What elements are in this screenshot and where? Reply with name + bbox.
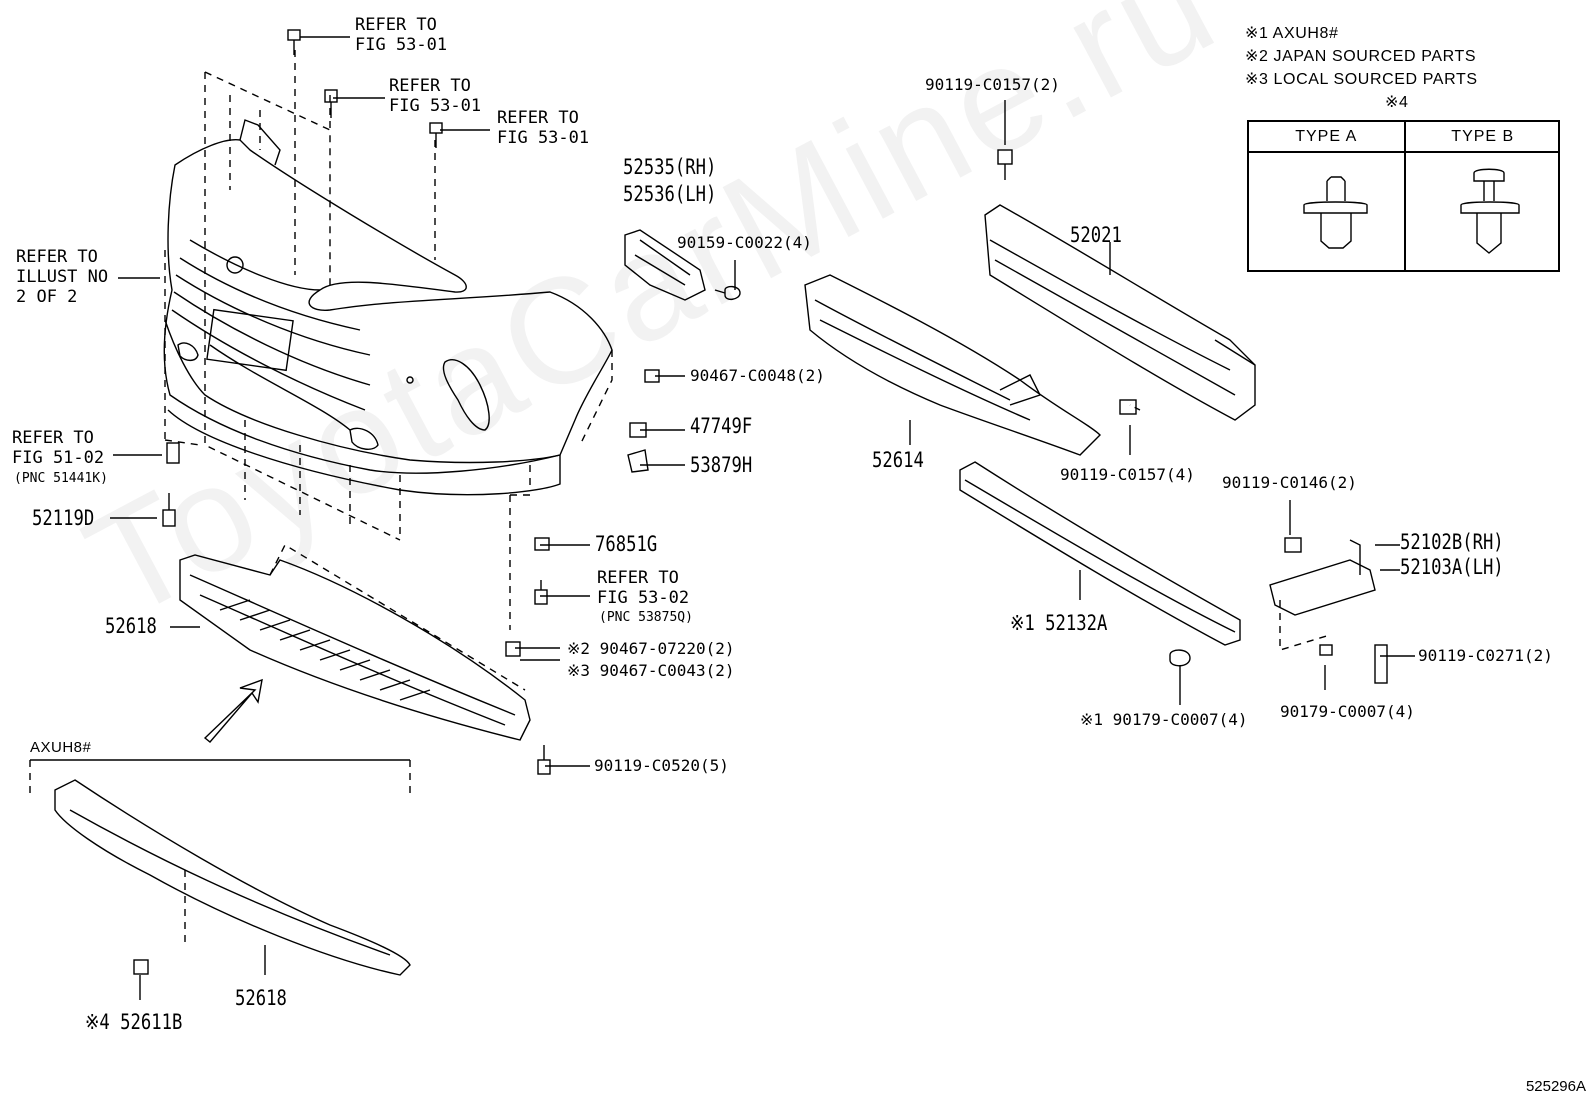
type-a-column: TYPE A [1249,122,1404,270]
ref-fig-53-01-b: REFER TO FIG 53-01 [389,76,482,116]
part-90467-c0043: ※3 90467-C0043(2) [567,661,735,680]
part-52103a-lh: 52103A(LH) [1400,555,1504,579]
ref-fig-51-02: REFER TO FIG 51-02 [12,428,105,468]
part-52021: 52021 [1070,223,1122,247]
part-52132a: ※1 52132A [1010,611,1108,635]
leader-lines [110,36,1415,1000]
part-52618-upper: 52618 [105,614,157,638]
part-52536-lh: 52536(LH) [623,182,717,206]
lower-reinforcement [959,461,1241,646]
part-47749f: 47749F [690,414,753,438]
part-52102b-rh: 52102B(RH) [1400,530,1504,554]
note-2: ※2 JAPAN SOURCED PARTS [1245,48,1477,65]
arrow-up-right [203,678,263,743]
part-90119-c0157-top: 90119-C0157(2) [925,75,1060,94]
under-cover-upper [179,544,531,741]
ref-fig-53-01-c: REFER TO FIG 53-01 [497,108,590,148]
part-52535-rh: 52535(RH) [623,155,717,179]
part-90119-c0146: 90119-C0146(2) [1222,473,1357,492]
type-b-column: TYPE B [1403,122,1560,270]
ref-illust-2of2: REFER TO ILLUST NO 2 OF 2 [16,247,109,307]
part-90119-c0271: 90119-C0271(2) [1418,646,1553,665]
part-52119d: 52119D [32,506,95,530]
part-52611b: ※4 52611B [85,1010,183,1034]
clip-icons [1303,168,1520,254]
notes-legend: ※1 AXUH8# ※2 JAPAN SOURCED PARTS ※3 LOCA… [1245,22,1478,114]
part-90467-07220: ※2 90467-07220(2) [567,639,735,658]
bumper-cover [163,119,613,496]
ref-fig-53-02: REFER TO FIG 53-02 [597,568,690,608]
part-52618-axuh: 52618 [235,986,287,1010]
type-a-header: TYPE A [1249,122,1404,153]
part-90119-c0157-bot: 90119-C0157(4) [1060,465,1195,484]
ref-fig-51-02-pnc: (PNC 51441K) [14,471,108,486]
bumper-dashes [164,50,613,630]
energy-absorber [804,274,1101,456]
clip-type-table: TYPE A TYPE B [1247,120,1560,272]
fasteners [133,29,1388,975]
part-53879h: 53879H [690,453,753,477]
part-90179-c0007-a: ※1 90179-C0007(4) [1080,710,1248,729]
part-90159-c0022: 90159-C0022(4) [677,233,812,252]
side-bracket [624,229,706,301]
note-3: ※3 LOCAL SOURCED PARTS [1245,71,1478,88]
bumper-reinforcement [984,204,1256,421]
note-4-title: ※4 [1385,94,1409,111]
type-b-header: TYPE B [1405,122,1560,153]
part-90119-c0520: 90119-C0520(5) [594,756,729,775]
part-90467-c0048: 90467-C0048(2) [690,366,825,385]
clip-type-b-icon [1460,168,1520,254]
diagram-code: 525296A [1525,1078,1586,1095]
note-1: ※1 AXUH8# [1245,25,1339,42]
part-76851g: 76851G [595,532,658,556]
side-support-bracket [1269,539,1376,651]
part-90179-c0007-b: 90179-C0007(4) [1280,702,1415,721]
ref-fig-53-02-pnc: (PNC 53875Q) [599,610,693,625]
ref-fig-53-01-a: REFER TO FIG 53-01 [355,15,448,55]
axuh-label: AXUH8# [30,739,92,756]
part-52614: 52614 [872,448,924,472]
under-cover-axuh [29,759,411,976]
clip-type-a-icon [1303,176,1368,249]
